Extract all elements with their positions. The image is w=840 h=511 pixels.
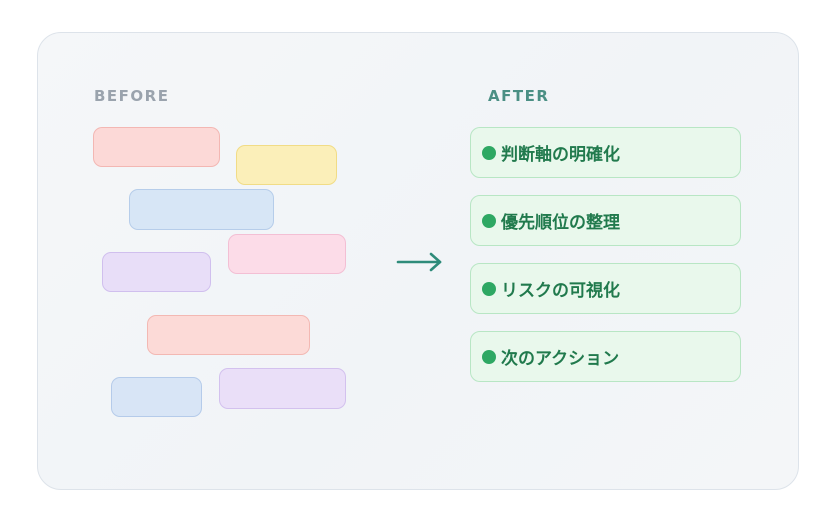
- dot-icon: [482, 213, 496, 228]
- after-item: リスクの可視化: [470, 263, 741, 314]
- after-item: 次のアクション: [470, 331, 741, 382]
- dot-icon: [482, 349, 496, 364]
- before-chip: [111, 377, 202, 417]
- before-chip: [219, 368, 346, 409]
- after-heading: AFTER: [488, 87, 550, 105]
- after-item: 優先順位の整理: [470, 195, 741, 246]
- dot-icon: [482, 145, 496, 160]
- after-item-label: 優先順位の整理: [501, 213, 620, 233]
- before-chip: [228, 234, 346, 274]
- before-chip: [236, 145, 337, 185]
- before-heading: BEFORE: [94, 87, 170, 105]
- after-item: 判断軸の明確化: [470, 127, 741, 178]
- before-chip: [102, 252, 211, 292]
- before-chip: [129, 189, 274, 230]
- after-item-label: 判断軸の明確化: [501, 145, 620, 165]
- before-chip: [93, 127, 220, 167]
- after-item-label: リスクの可視化: [501, 281, 620, 301]
- after-item-label: 次のアクション: [501, 349, 620, 369]
- dot-icon: [482, 281, 496, 296]
- before-chip: [147, 315, 310, 355]
- arrow-right-icon: [396, 252, 442, 272]
